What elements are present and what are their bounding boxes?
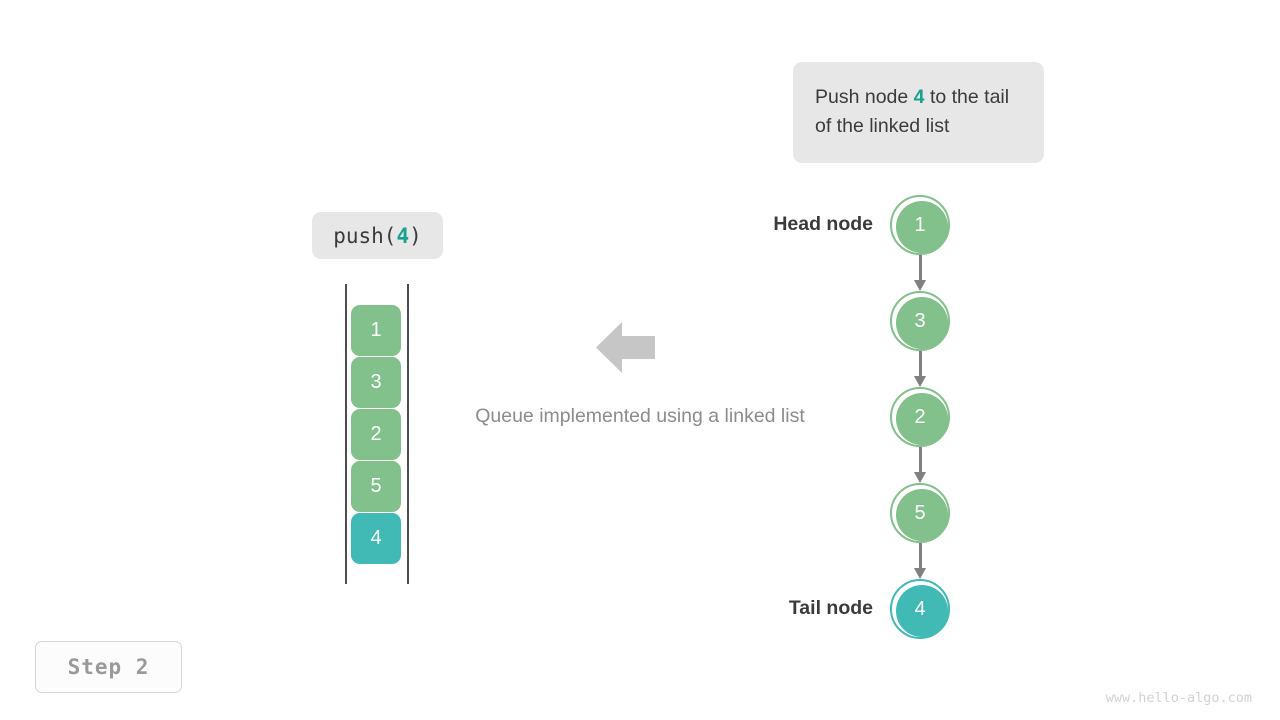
queue-cell: 2 — [351, 409, 401, 460]
queue-cell-list: 1 3 2 5 4 — [351, 305, 401, 564]
linked-list-node: 2 — [890, 387, 950, 447]
queue-caption: Queue implemented using a linked list — [475, 405, 805, 427]
queue-array: 1 3 2 5 4 — [345, 284, 409, 584]
operation-chip: push(4) — [312, 212, 443, 259]
queue-cell: 5 — [351, 461, 401, 512]
linked-list-node: 4 — [890, 579, 950, 639]
queue-cell-value: 2 — [370, 423, 382, 445]
queue-cell-value: 3 — [370, 371, 382, 393]
watermark: www.hello-algo.com — [1105, 690, 1252, 706]
callout-text-before: Push node — [815, 86, 914, 108]
node-disc — [896, 201, 948, 253]
operation-value: 4 — [396, 223, 410, 248]
arrow-down-icon — [914, 472, 926, 483]
node-disc — [896, 585, 948, 637]
head-node-label: Head node — [773, 213, 873, 235]
connector-line — [919, 543, 922, 570]
operation-suffix: ) — [409, 223, 422, 248]
linked-list-connector — [914, 351, 926, 387]
node-value: 2 — [914, 405, 926, 428]
queue-cell: 4 — [351, 513, 401, 564]
linked-list-node: 3 — [890, 291, 950, 351]
queue-cell-value: 1 — [370, 319, 382, 341]
linked-list-node: 1 — [890, 195, 950, 255]
node-value: 3 — [914, 309, 926, 332]
connector-line — [919, 447, 922, 474]
callout-text-after: to the tail of the linked list — [815, 86, 1010, 137]
node-value: 1 — [914, 213, 926, 236]
arrow-down-icon — [914, 568, 926, 579]
node-value: 5 — [914, 501, 926, 524]
queue-rail-right — [407, 284, 409, 584]
connector-line — [919, 255, 922, 282]
queue-cell: 1 — [351, 305, 401, 356]
linked-list-node: 5 — [890, 483, 950, 543]
arrow-left-icon — [596, 320, 655, 375]
node-disc — [896, 393, 948, 445]
callout-description: Push node 4 to the tail of the linked li… — [793, 62, 1044, 163]
operation-prefix: push( — [333, 223, 397, 248]
queue-rail-left — [345, 284, 347, 584]
arrow-down-icon — [914, 376, 926, 387]
linked-list-connector — [914, 543, 926, 579]
step-badge: Step 2 — [35, 641, 182, 693]
tail-node-label: Tail node — [788, 597, 873, 619]
callout-highlight-value: 4 — [913, 86, 925, 108]
arrow-down-icon — [914, 280, 926, 291]
queue-cell-value: 4 — [370, 527, 382, 549]
node-value: 4 — [914, 597, 926, 620]
queue-cell: 3 — [351, 357, 401, 408]
node-disc — [896, 489, 948, 541]
connector-line — [919, 351, 922, 378]
queue-cell-value: 5 — [370, 475, 382, 497]
linked-list-connector — [914, 255, 926, 291]
linked-list-connector — [914, 447, 926, 483]
node-disc — [896, 297, 948, 349]
